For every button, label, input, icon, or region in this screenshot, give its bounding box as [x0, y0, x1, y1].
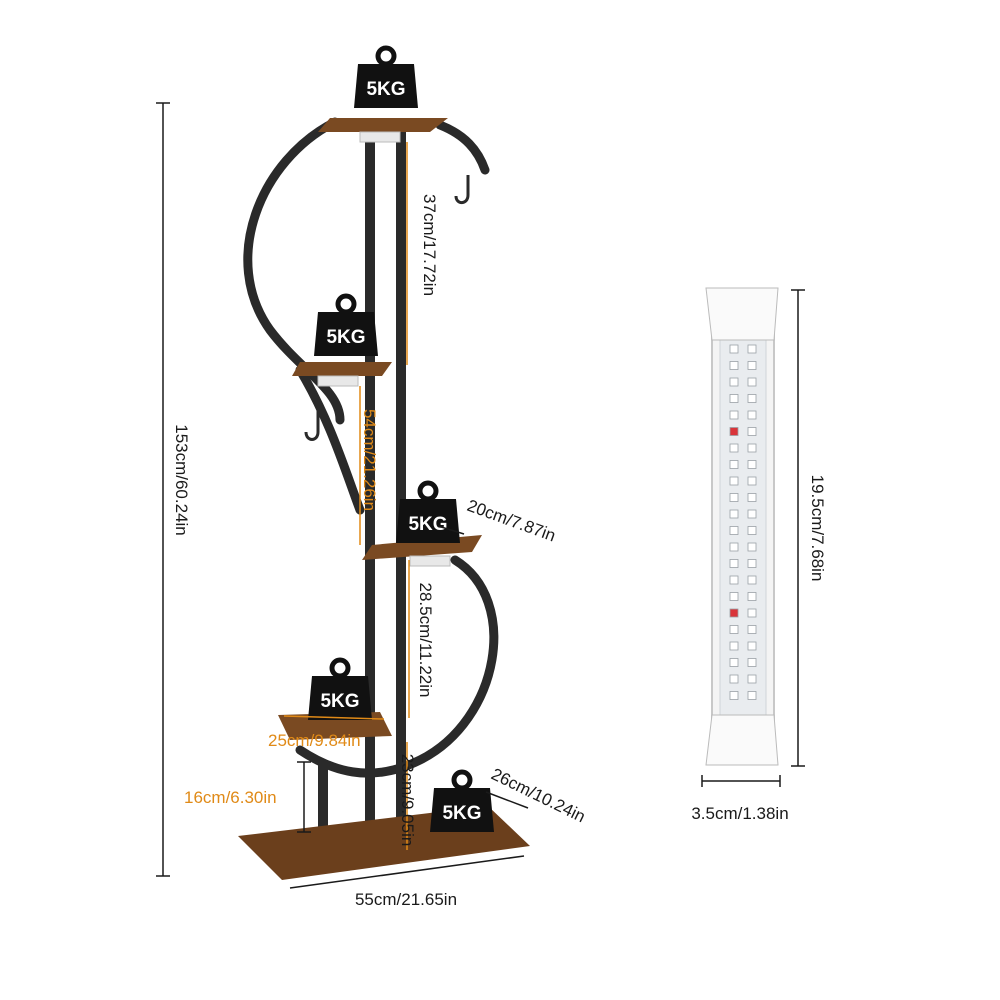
led-chip	[747, 691, 757, 700]
base-depth-line	[485, 791, 529, 809]
led-chip	[747, 476, 757, 486]
shelf-width-label: 25cm/9.84in	[268, 731, 361, 750]
led-chip	[729, 575, 739, 585]
light-width-label: 3.5cm/1.38in	[691, 804, 788, 823]
lower-curved-frame	[295, 555, 499, 778]
weight-icon: 5KG	[308, 657, 372, 720]
led-chip	[729, 476, 739, 486]
led-chip	[747, 443, 757, 453]
weight-label: 5KG	[320, 691, 359, 712]
weight-icon: 5KG	[396, 480, 460, 543]
shelf-depth-line	[437, 525, 465, 535]
weight-icon: 5KG	[314, 293, 378, 356]
led-chip	[729, 443, 739, 453]
weight-icon: 5KG	[430, 769, 494, 832]
top-shelf	[318, 118, 448, 132]
led-chip	[729, 460, 739, 469]
shelf-light	[317, 375, 359, 387]
led-chip	[747, 344, 757, 354]
dimension-lines	[156, 102, 529, 889]
second-gap-label: 54cm/21.26in	[360, 409, 379, 511]
upper-curved-frame	[243, 117, 345, 425]
led-chip	[747, 658, 757, 667]
led-chip	[747, 575, 757, 585]
weight-label: 5KG	[442, 803, 481, 824]
led-chip	[747, 641, 757, 651]
led-light-bar	[705, 287, 779, 766]
light-length-label: 19.5cm/7.68in	[808, 475, 827, 582]
led-chip	[729, 410, 739, 420]
led-chip	[729, 608, 739, 618]
base-depth-label: 26cm/10.24in	[488, 765, 588, 827]
led-chip	[729, 427, 739, 436]
led-chip	[729, 377, 739, 387]
led-chip	[729, 625, 739, 634]
led-chip	[747, 394, 757, 403]
main-pole-right	[396, 128, 406, 848]
hook-icon	[454, 175, 470, 205]
led-chip	[729, 526, 739, 535]
led-chip	[729, 592, 739, 601]
second-shelf	[292, 362, 392, 376]
led-chip	[729, 394, 739, 403]
led-chip	[729, 509, 739, 519]
shelf-width-line	[283, 715, 385, 720]
total-height-label: 153cm/60.24in	[172, 424, 191, 536]
weight-label: 5KG	[408, 514, 447, 535]
led-chips	[729, 344, 757, 700]
light-bar-lens	[719, 334, 767, 721]
top-hook-arm	[435, 120, 490, 175]
led-chip	[747, 361, 757, 370]
led-chip	[747, 625, 757, 634]
led-chip	[747, 674, 757, 684]
top-gap-label: 37cm/17.72in	[420, 194, 439, 296]
led-chip	[729, 542, 739, 552]
led-chip	[747, 592, 757, 601]
end-cap-bottom	[705, 714, 779, 766]
shelf-light	[359, 131, 401, 143]
led-chip	[747, 460, 757, 469]
led-chip	[729, 493, 739, 502]
main-pole-left	[365, 128, 375, 848]
base-height-label: 16cm/6.30in	[184, 788, 277, 807]
bottom-gap-label: 23cm/9.05in	[398, 754, 417, 847]
led-chip	[747, 542, 757, 552]
led-chip	[729, 344, 739, 354]
led-chip	[729, 658, 739, 667]
led-chip	[747, 608, 757, 618]
led-chip	[747, 493, 757, 502]
led-chip	[729, 559, 739, 568]
base-leg-left	[318, 760, 328, 845]
end-cap-top	[705, 287, 779, 341]
led-chip	[747, 526, 757, 535]
led-chip	[747, 377, 757, 387]
led-chip	[747, 410, 757, 420]
weight-label: 5KG	[366, 79, 405, 100]
led-chip	[729, 361, 739, 370]
led-chip	[729, 691, 739, 700]
led-chip	[747, 427, 757, 436]
hook-icon	[304, 400, 320, 441]
led-chip	[729, 641, 739, 651]
plant-stand	[238, 117, 530, 880]
led-chip	[747, 509, 757, 519]
weight-label: 5KG	[326, 327, 365, 348]
shelf-light	[409, 555, 451, 567]
base-width-line	[289, 855, 525, 889]
weight-icon: 5KG	[354, 45, 418, 108]
base-width-label: 55cm/21.65in	[355, 890, 457, 909]
led-chip	[747, 559, 757, 568]
third-gap-label: 28.5cm/11.22in	[416, 583, 435, 698]
middle-diagonal-frame	[295, 365, 365, 515]
led-chip	[729, 674, 739, 684]
